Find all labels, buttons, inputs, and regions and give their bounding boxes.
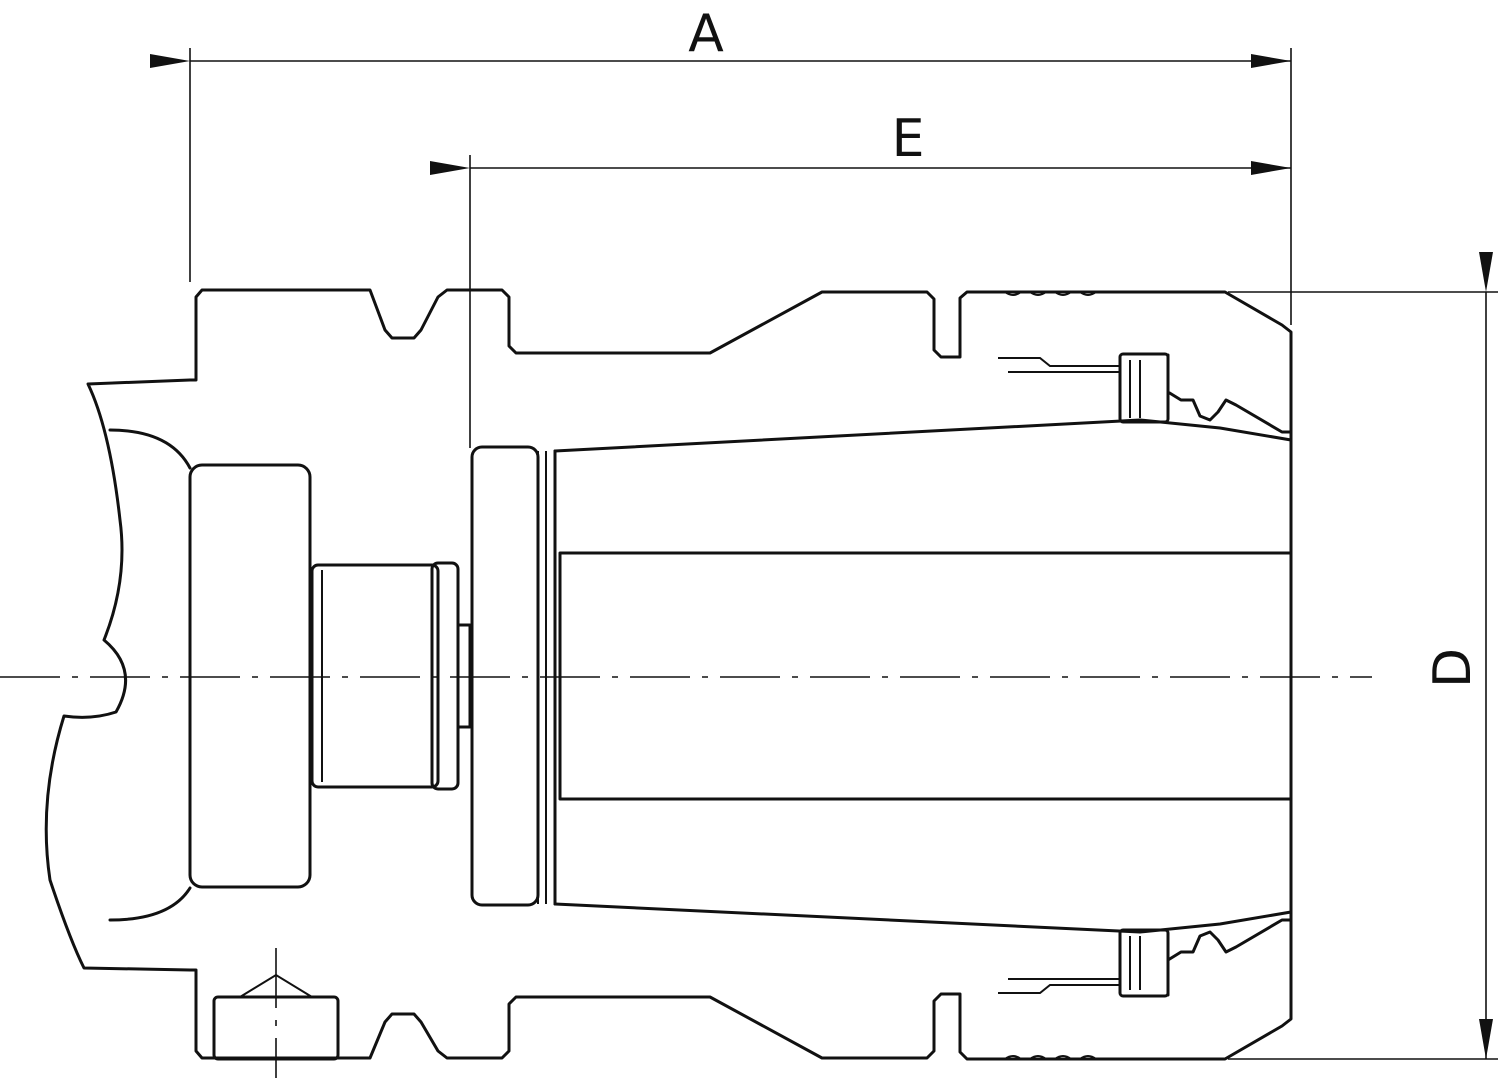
ring-top-outer	[1118, 352, 1170, 424]
body-outline-top	[188, 288, 1293, 434]
dimension-label-d: D	[1423, 648, 1483, 688]
thread-bottom	[1004, 1055, 1097, 1060]
collet-ring-top	[1118, 352, 1170, 424]
shank	[44, 378, 472, 972]
drawbar-tip	[456, 623, 472, 729]
collet-ring-bottom	[1118, 928, 1170, 998]
collet-bore	[558, 551, 1293, 801]
drawbar-head	[188, 463, 312, 889]
drawbar-collar	[430, 561, 460, 791]
collet	[470, 418, 1293, 934]
holder-body	[188, 288, 1293, 1061]
shank-break-outline	[44, 378, 192, 972]
dimension-d: D	[1228, 252, 1498, 1060]
dimension-label-a: A	[688, 4, 724, 64]
nut-inner-line-bottom	[998, 978, 1120, 994]
drawbar-shaft	[310, 563, 440, 789]
shank-curves	[108, 428, 192, 922]
drive-key	[212, 948, 340, 1078]
thread-top	[1004, 291, 1097, 296]
nut-inner-line-top	[998, 357, 1120, 373]
collet-taper	[553, 418, 1293, 934]
body-outline-bottom	[188, 918, 1293, 1061]
dimension-label-e: E	[892, 109, 925, 169]
dimension-e: E	[430, 109, 1291, 448]
dimension-a: A	[150, 4, 1292, 325]
ring-bottom-outer	[1118, 928, 1170, 998]
nut-thread-marks	[998, 291, 1120, 1060]
collet-head	[470, 445, 540, 907]
